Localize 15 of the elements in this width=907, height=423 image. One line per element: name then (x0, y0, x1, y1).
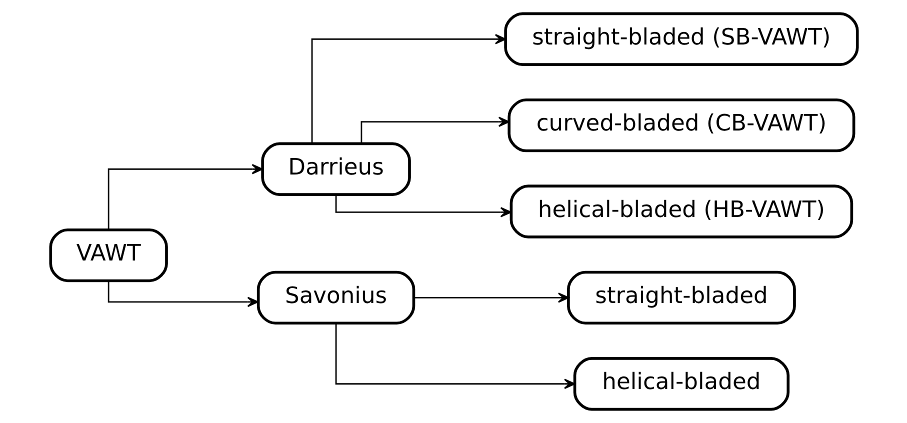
arrow (107, 164, 262, 230)
arrow (334, 194, 511, 218)
arrow (334, 324, 575, 390)
arrow (310, 34, 506, 144)
node-box: straight-bladed (SB-VAWT) (504, 12, 858, 66)
node-box: curved-bladed (CB-VAWT) (507, 98, 855, 152)
node-box: helical-bladed (HB-VAWT) (509, 184, 853, 238)
node-box: helical-bladed (572, 357, 790, 411)
node-box: straight-bladed (566, 270, 796, 325)
node-box: Darrieus (260, 142, 410, 196)
arrow (107, 280, 258, 308)
arrow (414, 292, 569, 303)
node-box: Savonius (256, 270, 415, 325)
arrow (360, 116, 510, 144)
node-box: VAWT (48, 228, 168, 282)
